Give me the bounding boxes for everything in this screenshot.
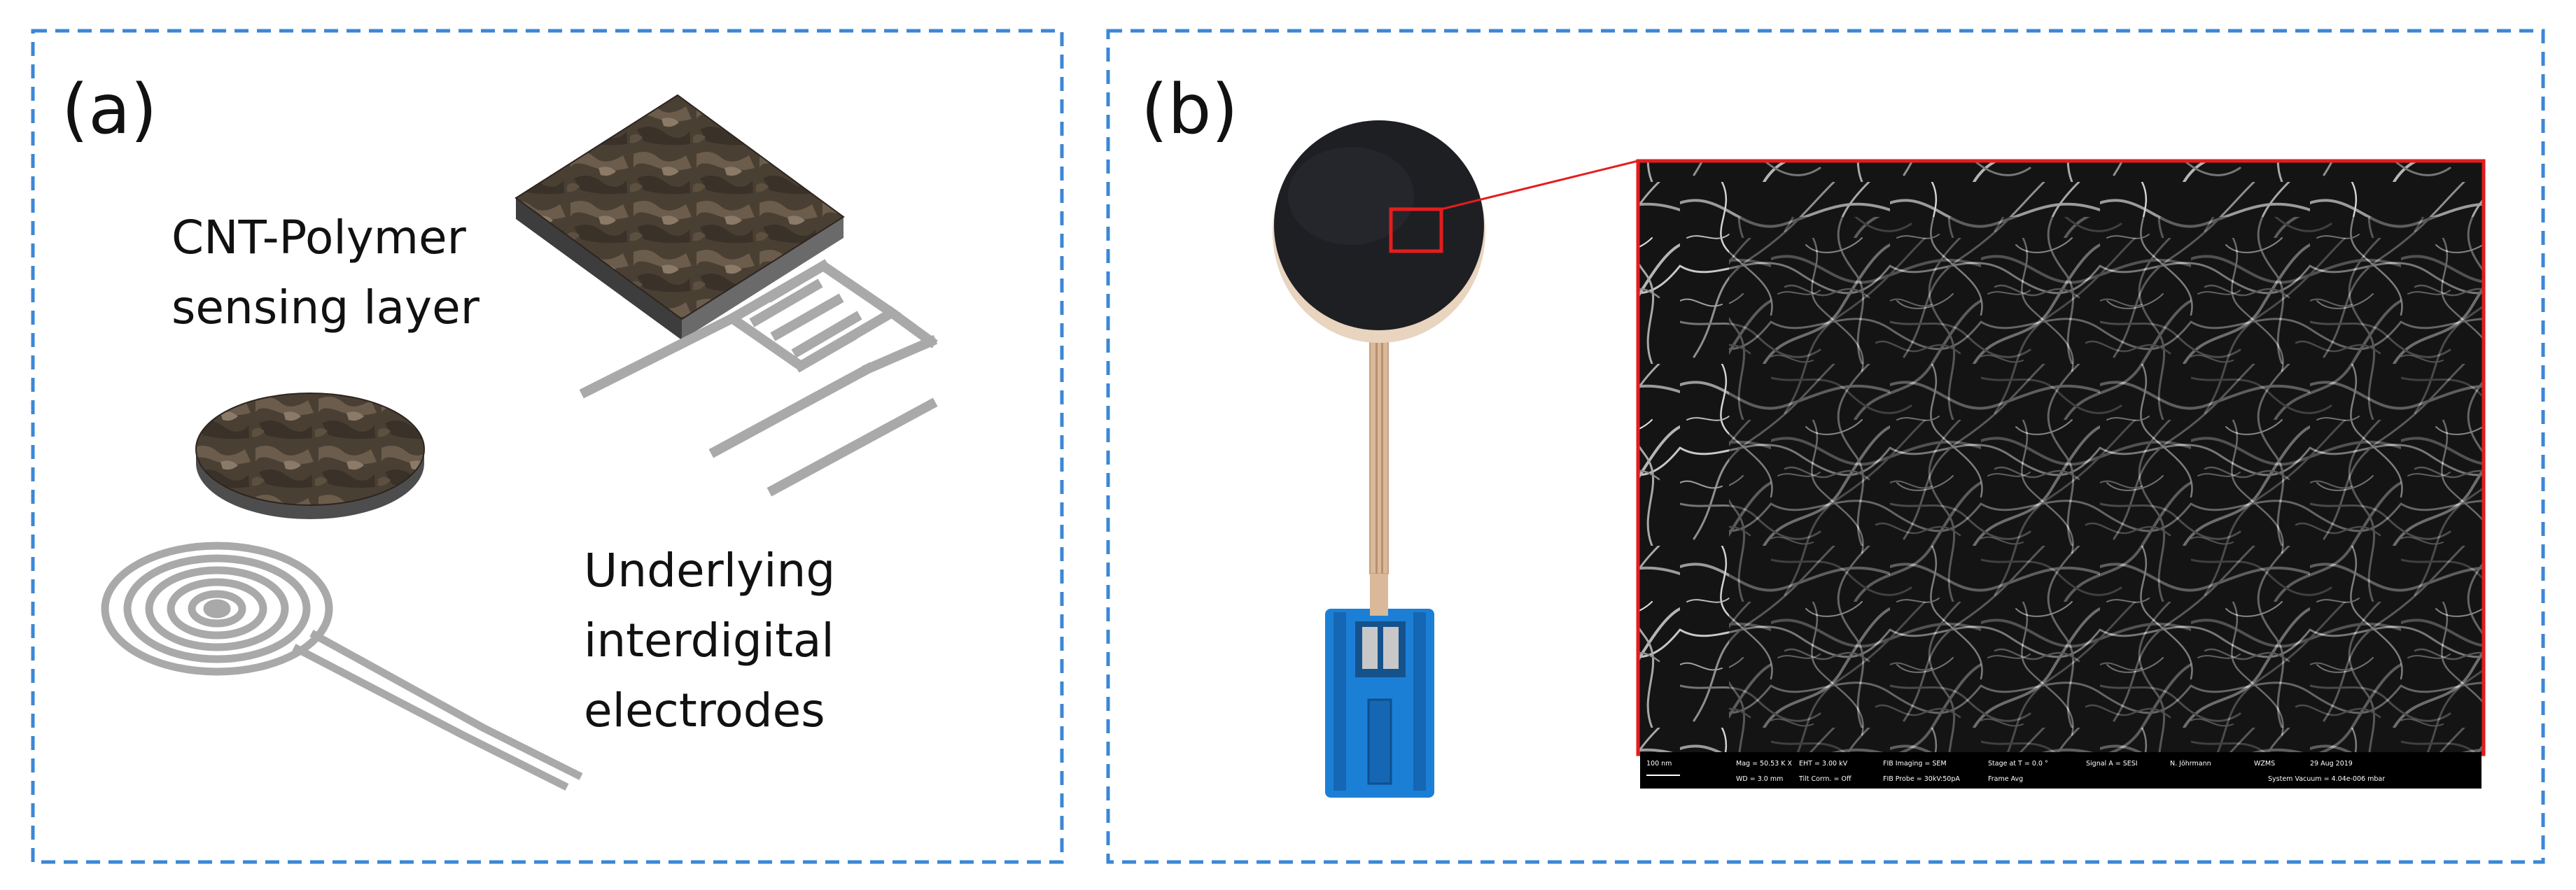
square-interdigital-electrode [579, 259, 938, 497]
sensor-trace [1369, 335, 1389, 574]
sem-operator: N. Jöhrmann [2170, 760, 2211, 768]
sensing-layer-label-line1: CNT-Polymer [172, 211, 467, 264]
sem-fib-imaging: FIB Imaging = SEM [1883, 760, 1947, 768]
panel-b-label: (b) [1141, 70, 1238, 150]
electrode-label-line2: interdigital [584, 614, 834, 668]
sensing-layer-label: CNT-Polymer sensing layer [172, 211, 481, 334]
panel-a-label: (a) [62, 70, 158, 150]
sem-image [1638, 161, 2484, 754]
panel-a-frame [31, 29, 1064, 864]
magnification-box [1389, 207, 1443, 253]
sem-eht: EHT = 3.00 kV [1799, 760, 1848, 768]
sem-info-bar: 100 nm Mag = 50.53 K X EHT = 3.00 kV WD … [1640, 752, 2482, 789]
sem-signal: Signal A = SESI [2086, 760, 2138, 768]
sem-fib-probe: FIB Probe = 30kV:50pA [1883, 775, 1960, 783]
sem-scale-label: 100 nm [1646, 760, 1672, 768]
electrode-label-line3: electrodes [584, 684, 825, 737]
sem-stage: Stage at T = 0.0 ° [1988, 760, 2048, 768]
electrode-label: Underlying interdigital electrodes [584, 544, 850, 737]
magnification-line-bottom [1441, 251, 1638, 754]
electrode-label-line1: Underlying [584, 544, 835, 598]
magnification-line-top [1441, 160, 1639, 211]
connector-slot [1367, 698, 1392, 785]
sem-org: WZMS [2254, 760, 2275, 768]
sem-mag: Mag = 50.53 K X [1736, 760, 1793, 768]
sem-date: 29 Aug 2019 [2310, 760, 2353, 768]
sem-vacuum: System Vacuum = 4.04e-006 mbar [2268, 775, 2385, 783]
sem-frame: Frame Avg [1988, 775, 2023, 783]
circular-interdigital-electrode [101, 542, 583, 791]
sem-wd: WD = 3.0 mm [1736, 775, 1783, 783]
round-sensing-layer [195, 393, 425, 519]
sensor-photo [1273, 120, 1639, 798]
panel-b-frame [1106, 29, 2545, 864]
sem-tilt: Tilt Corrn. = Off [1798, 775, 1851, 783]
square-sensing-layer [514, 94, 845, 340]
sensing-layer-label-line2: sensing layer [172, 281, 480, 334]
